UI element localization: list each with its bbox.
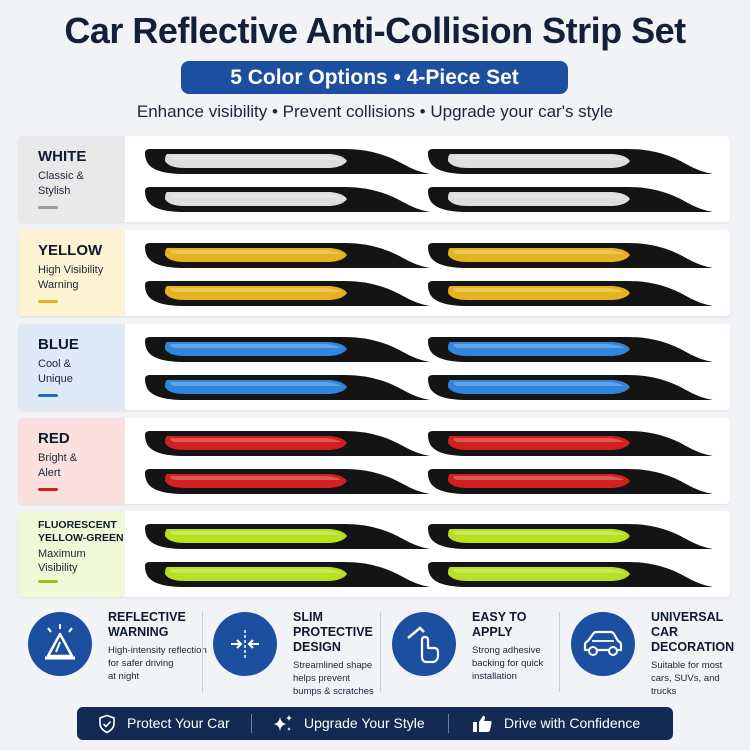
options-badge: 5 Color Options • 4-Piece Set [181, 61, 568, 94]
car-icon [571, 612, 635, 676]
reflective-strip [428, 187, 713, 212]
reflective-strip [145, 431, 430, 456]
color-desc: Cool &Unique [38, 358, 73, 385]
footer-item-upgrade: Upgrade Your Style [272, 707, 442, 740]
strip-drawing [145, 524, 713, 587]
reflective-strip [145, 524, 430, 549]
strip-drawing [145, 149, 713, 212]
reflective-strip [428, 375, 713, 400]
reflective-strip [145, 562, 430, 587]
feature-divider [202, 612, 203, 692]
feature-divider [559, 612, 560, 692]
sparkle-icon [274, 715, 292, 731]
footer-bar: Protect Your Car Upgrade Your Style Driv… [77, 707, 673, 740]
reflective-strip [145, 469, 430, 494]
color-accent-line [38, 300, 58, 303]
reflective-strip [428, 337, 713, 362]
reflective-strip [428, 562, 713, 587]
color-desc: Classic &Stylish [38, 170, 84, 197]
color-desc: Bright &Alert [38, 452, 78, 479]
reflective-strip [145, 187, 430, 212]
thumbs-up-icon [473, 715, 492, 732]
strip-group [125, 324, 730, 410]
reflective-strip [145, 243, 430, 268]
footer-item-confidence: Drive with Confidence [472, 707, 662, 740]
reflective-strip [428, 469, 713, 494]
color-label-panel: WHITE Classic &Stylish [18, 136, 125, 222]
footer-separator [448, 714, 449, 733]
color-accent-line [38, 580, 58, 583]
color-name: YELLOW [38, 242, 103, 259]
color-name: RED [38, 430, 70, 447]
color-accent-line [38, 206, 58, 209]
color-name: WHITE [38, 148, 87, 165]
color-label-panel: RED Bright &Alert [18, 418, 125, 504]
strip-drawing [145, 431, 713, 494]
reflective-strip [145, 281, 430, 306]
strip-group [125, 418, 730, 504]
footer-label: Protect Your Car [127, 715, 230, 731]
hand-press-icon [392, 612, 456, 676]
color-label-panel: BLUE Cool &Unique [18, 324, 125, 410]
strip-group [125, 136, 730, 222]
feature-divider [380, 612, 381, 692]
page-title: Car Reflective Anti-Collision Strip Set [64, 10, 686, 51]
reflective-strip [428, 149, 713, 174]
reflective-strip [428, 431, 713, 456]
reflective-strip [428, 524, 713, 549]
footer-item-protect: Protect Your Car [97, 707, 257, 740]
shield-check-icon [99, 714, 115, 734]
footer-label: Drive with Confidence [504, 715, 641, 731]
color-row-white: WHITE Classic &Stylish [18, 136, 730, 222]
color-row-red: RED Bright &Alert [18, 418, 730, 504]
color-accent-line [38, 488, 58, 491]
color-name: BLUE [38, 336, 79, 353]
strip-group [125, 230, 730, 316]
subtitle: Enhance visibility • Prevent collisions … [136, 102, 614, 121]
strip-drawing [145, 337, 713, 400]
strip-group [125, 511, 730, 597]
reflective-strip [145, 375, 430, 400]
footer-label: Upgrade Your Style [304, 715, 425, 731]
strip-drawing [145, 243, 713, 306]
reflective-strip [145, 149, 430, 174]
warning-light-icon [28, 612, 92, 676]
slim-arrows-icon [213, 612, 277, 676]
reflective-strip [428, 243, 713, 268]
footer-separator [251, 714, 252, 733]
color-accent-line [38, 394, 58, 397]
color-row-blue: BLUE Cool &Unique [18, 324, 730, 410]
reflective-strip [428, 281, 713, 306]
reflective-strip [145, 337, 430, 362]
